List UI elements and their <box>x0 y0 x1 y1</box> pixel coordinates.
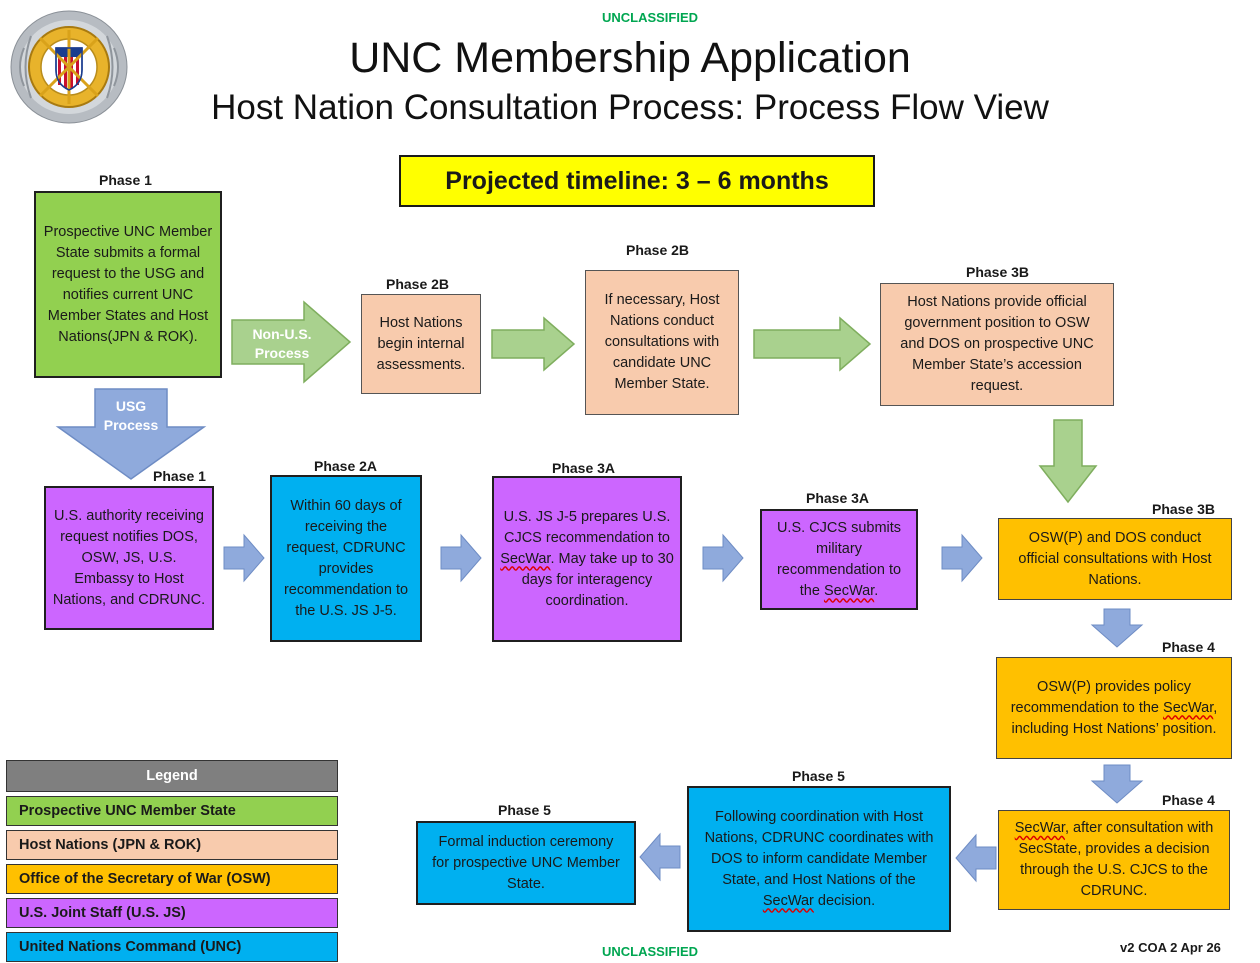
timeline-text: Projected timeline: 3 – 6 months <box>445 166 829 195</box>
step-text: OSW(P) provides policy recommendation to… <box>1010 678 1218 737</box>
phase-label-4-b: Phase 4 <box>1162 792 1215 808</box>
non-us-process-label: Non-U.S. Process <box>252 326 312 361</box>
version-label: v2 COA 2 Apr 26 <box>1120 940 1221 955</box>
classification-bottom: UNCLASSIFIED <box>601 944 699 959</box>
flow-arrow-down <box>1090 608 1144 648</box>
step-text: Following coordination with Host Nations… <box>704 808 934 909</box>
step-host-consultations: If necessary, Host Nations conduct consu… <box>585 270 739 415</box>
step-text: SecWar, after consultation with SecState… <box>1014 820 1214 899</box>
page-title: UNC Membership Application <box>349 34 911 82</box>
legend-label: Prospective UNC Member State <box>19 803 236 819</box>
phase-label-3b-a: Phase 3B <box>966 264 1030 280</box>
step-host-internal-assessments: Host Nations begin internal assessments. <box>361 294 481 394</box>
step-cdrunc-coordinates: Following coordination with Host Nations… <box>687 786 951 932</box>
legend-item-unc: United Nations Command (UNC) <box>6 932 338 962</box>
step-text: OSW(P) and DOS conduct official consulta… <box>1018 529 1212 588</box>
joint-chiefs-seal-logo <box>10 10 128 124</box>
step-text: U.S. CJCS submits military recommendatio… <box>776 519 902 599</box>
step-prospective-request: Prospective UNC Member State submits a f… <box>34 191 222 378</box>
flow-arrow-down <box>1090 764 1144 804</box>
flow-arrow-right <box>753 316 872 372</box>
step-js-j5-prepares: U.S. JS J-5 prepares U.S. CJCS recommend… <box>492 476 682 642</box>
usg-process-label: USG Process <box>103 398 159 433</box>
phase-label-3a-a: Phase 3A <box>552 460 616 476</box>
legend-item-osw: Office of the Secretary of War (OSW) <box>6 864 338 894</box>
step-text: U.S. JS J-5 prepares U.S. CJCS recommend… <box>500 508 674 609</box>
flow-arrow-left <box>639 832 681 882</box>
non-us-process-arrow <box>231 300 352 384</box>
step-host-official-position: Host Nations provide official government… <box>880 283 1114 406</box>
phase-label-5-a: Phase 5 <box>792 768 845 784</box>
legend-item-prospective: Prospective UNC Member State <box>6 796 338 826</box>
flow-arrow-right <box>702 533 744 583</box>
timeline-banner: Projected timeline: 3 – 6 months <box>399 155 875 207</box>
step-osw-dos-consultations: OSW(P) and DOS conduct official consulta… <box>998 518 1232 600</box>
legend-label: U.S. Joint Staff (U.S. JS) <box>19 905 186 921</box>
legend-label: United Nations Command (UNC) <box>19 939 242 955</box>
phase-label-1-top: Phase 1 <box>99 172 152 188</box>
phase-label-2b-b: Phase 2B <box>626 242 690 258</box>
flow-arrow-right <box>440 533 482 583</box>
phase-label-2a: Phase 2A <box>314 458 378 474</box>
page-subtitle: Host Nation Consultation Process: Proces… <box>211 88 1049 127</box>
step-cjcs-submits: U.S. CJCS submits military recommendatio… <box>760 509 918 610</box>
phase-label-2b-a: Phase 2B <box>386 276 450 292</box>
legend-label: Office of the Secretary of War (OSW) <box>19 871 271 887</box>
legend-label: Host Nations (JPN & ROK) <box>19 837 202 853</box>
step-text: Within 60 days of receiving the request,… <box>283 497 409 619</box>
step-text: Prospective UNC Member State submits a f… <box>43 223 213 345</box>
step-text: If necessary, Host Nations conduct consu… <box>604 292 720 392</box>
usg-process-arrow <box>55 388 207 480</box>
phase-label-3a-b: Phase 3A <box>806 490 870 506</box>
step-induction-ceremony: Formal induction ceremony for prospectiv… <box>416 821 636 905</box>
step-text: Host Nations provide official government… <box>900 294 1094 394</box>
phase-label-5-b: Phase 5 <box>498 802 551 818</box>
step-text: U.S. authority receiving request notifie… <box>52 507 206 608</box>
phase-label-4-a: Phase 4 <box>1162 639 1215 655</box>
legend-header: Legend <box>6 760 338 792</box>
step-secwar-decision: SecWar, after consultation with SecState… <box>998 810 1230 910</box>
flow-arrow-right <box>223 533 265 583</box>
step-osw-policy-recommendation: OSW(P) provides policy recommendation to… <box>996 657 1232 759</box>
classification-top: UNCLASSIFIED <box>601 10 699 25</box>
phase-label-1-mid: Phase 1 <box>153 468 206 484</box>
flow-arrow-left <box>955 833 997 883</box>
legend-title: Legend <box>146 768 198 784</box>
step-text: Host Nations begin internal assessments. <box>376 314 466 373</box>
legend-item-joint-staff: U.S. Joint Staff (U.S. JS) <box>6 898 338 928</box>
step-text: Formal induction ceremony for prospectiv… <box>432 833 620 892</box>
flow-arrow-right <box>941 533 983 583</box>
phase-label-3b-b: Phase 3B <box>1152 501 1216 517</box>
flow-arrow-right <box>491 316 576 372</box>
step-cdrunc-recommendation: Within 60 days of receiving the request,… <box>270 475 422 642</box>
step-us-authority-notifies: U.S. authority receiving request notifie… <box>44 486 214 630</box>
flow-arrow-down <box>1038 419 1098 504</box>
legend-item-host-nations: Host Nations (JPN & ROK) <box>6 830 338 860</box>
